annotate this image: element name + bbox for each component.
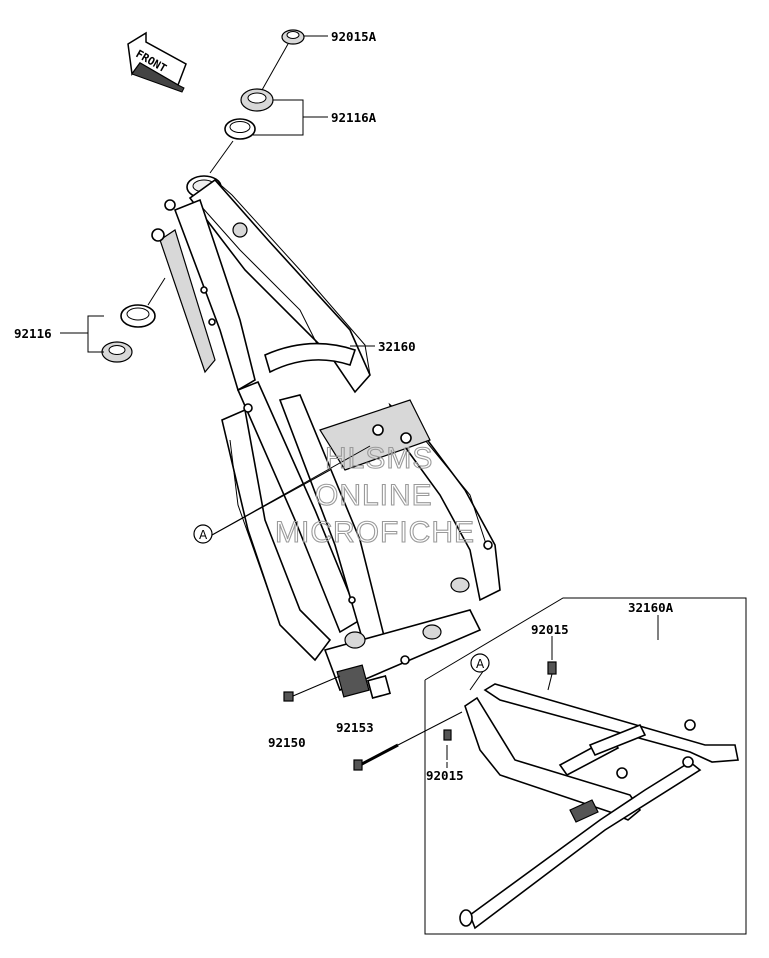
- watermark-line2: ONLINE: [315, 479, 433, 512]
- subframe-32160A: [424, 597, 747, 935]
- watermark: HLSMS ONLINE MICROFICHE: [274, 441, 475, 549]
- main-frame: [151, 175, 501, 700]
- callout-92153: 92153: [336, 720, 374, 735]
- steering-head-parts: [209, 29, 305, 174]
- callout-92015A: 92015A: [331, 29, 377, 44]
- ref-marker-a-right: A: [470, 653, 490, 673]
- callout-92015-upper: 92015: [531, 622, 569, 637]
- ref-marker-a-left-label: A: [199, 528, 208, 542]
- callout-92150: 92150: [268, 735, 306, 750]
- ref-marker-a-right-label: A: [476, 657, 485, 671]
- watermark-line3: MICROFICHE: [275, 516, 475, 549]
- callout-32160A: 32160A: [628, 600, 674, 615]
- ref-marker-a-left: A: [193, 524, 213, 544]
- fasteners: [283, 675, 463, 771]
- watermark-line1: HLSMS: [325, 442, 433, 475]
- callout-92116A: 92116A: [331, 110, 377, 125]
- callout-32160: 32160: [378, 339, 416, 354]
- callout-92015-lower: 92015: [426, 768, 464, 783]
- front-arrow: FRONT: [127, 31, 187, 93]
- callout-leaders: [60, 35, 659, 768]
- lower-bearing-parts: [101, 277, 166, 363]
- callout-92116: 92116: [14, 326, 52, 341]
